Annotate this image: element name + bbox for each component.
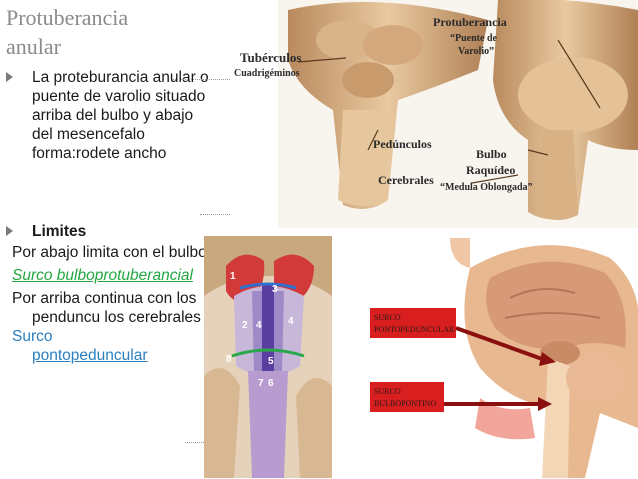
bullet-limites: Limites: [6, 222, 210, 241]
number-label-5: 5: [268, 356, 274, 367]
bullet-limites-text: Limites: [32, 223, 87, 240]
bullet-arrow-icon: [6, 226, 13, 236]
surco-pontopeduncular-line2: pontopeduncular: [32, 347, 148, 364]
label-pedunculos: Pedúnculos: [373, 137, 432, 151]
leader-line-2: [200, 214, 230, 215]
bullet-arrow-icon: [6, 72, 13, 82]
limit-above-text: Por arriba continua con los penduncu los…: [12, 290, 201, 326]
number-label-7: 7: [258, 378, 264, 389]
number-label-3: 3: [272, 284, 278, 295]
label-bulbo: Bulbo: [476, 147, 507, 161]
label-box-bulbopontino: [370, 382, 444, 412]
surco-pontopeduncular: Surco pontopeduncular: [6, 327, 210, 365]
brainstem-figure-numbered: 1 2 3 4 4 5 6 7 8: [204, 236, 332, 478]
label-protuberancia: Protuberancia: [433, 15, 507, 29]
surco-bulboprotuberancial: Surco bulboprotuberancial: [12, 267, 193, 284]
slide-title: Protuberancia anular: [6, 3, 206, 61]
bullet-description-text: La proteburancia anular o puente de varo…: [32, 69, 209, 162]
label-surco-1: SURCO: [374, 313, 401, 322]
surco-pontopeduncular-line1: Surco: [12, 328, 53, 345]
leader-line-1: [172, 79, 230, 80]
label-varolio: Varolio”: [458, 46, 494, 57]
number-label-8: 8: [226, 354, 232, 365]
label-cuadrigeminos: Cuadrigéminos: [234, 68, 300, 79]
limit-below-text: Por abajo limita con el bulbo: [12, 244, 207, 261]
title-line-1: Protuberancia: [6, 5, 129, 30]
brainstem-figure-top: Tubérculos Cuadrigéminos Protuberancia “…: [234, 0, 638, 228]
bullet-description: La proteburancia anular o puente de varo…: [6, 68, 210, 220]
label-surco-2: SURCO: [374, 387, 401, 396]
label-raquideo: Raquídeo: [466, 163, 515, 177]
number-label-6: 6: [268, 378, 274, 389]
label-box-pontopeduncular: [370, 308, 456, 338]
title-line-2: anular: [6, 34, 61, 59]
label-cerebrales: Cerebrales: [378, 173, 434, 187]
label-tuberculos: Tubérculos: [240, 50, 301, 65]
label-bulbopontino: BULBOPONTINO: [374, 399, 436, 408]
number-label-1: 1: [230, 271, 236, 282]
sagittal-brain-figure: SURCO PONTOPEDUNCULAR SURCO BULBOPONTINO: [370, 238, 638, 478]
number-label-4a: 4: [256, 320, 262, 331]
number-label-2: 2: [242, 320, 248, 331]
label-puente-de: “Puente de: [450, 33, 498, 44]
number-label-4b: 4: [288, 316, 294, 327]
text-content: La proteburancia anular o puente de varo…: [0, 68, 210, 365]
label-pontopeduncular: PONTOPEDUNCULAR: [374, 325, 455, 334]
label-medula: “Medula Oblongada”: [440, 182, 533, 193]
